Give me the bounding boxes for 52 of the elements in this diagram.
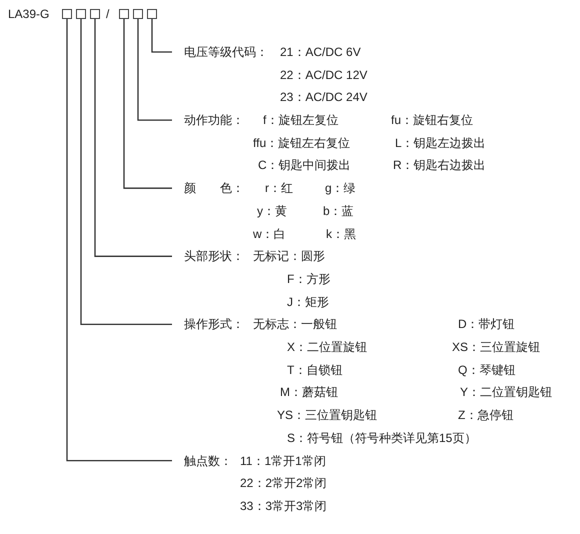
code-placeholder-box: [119, 9, 129, 19]
code-option: w：白: [253, 226, 286, 241]
code-option: Z：急停钮: [458, 408, 514, 422]
code-option: 23：AC/DC 24V: [280, 90, 368, 104]
code-option: y：黄: [257, 204, 287, 218]
model-code-prefix: LA39-G: [8, 7, 50, 21]
code-option: 无标记：圆形: [253, 249, 325, 264]
code-option: L：钥匙左边拨出: [395, 136, 486, 150]
code-option: f：旋钮左复位: [263, 113, 338, 128]
code-option: D：带灯钮: [458, 317, 515, 332]
code-option: 21：AC/DC 6V: [280, 45, 361, 59]
field-heading: 颜 色：: [184, 181, 244, 196]
code-option: C：钥匙中间拨出: [258, 158, 351, 172]
code-option: fu：旋钮右复位: [391, 113, 474, 128]
code-option: X：二位置旋钮: [287, 340, 368, 354]
leader-line: [80, 19, 172, 326]
code-placeholder-box: [76, 9, 86, 19]
code-option: g：绿: [325, 181, 356, 196]
code-option: 无标志：一般钮: [253, 317, 337, 332]
separator-slash: /: [106, 7, 110, 21]
code-placeholder-box: [62, 9, 72, 19]
code-option: 33：3常开3常闭: [240, 498, 327, 513]
field-heading: 触点数：: [184, 454, 232, 468]
code-option: YS：三位置钥匙钮: [277, 408, 378, 422]
code-option: F：方形: [287, 272, 330, 286]
code-option: Y：二位置钥匙钮: [460, 385, 552, 400]
code-option: 22：AC/DC 12V: [280, 68, 368, 82]
code-option: R：钥匙右边拨出: [393, 158, 486, 172]
code-option: J：矩形: [287, 294, 329, 309]
code-option: Q：琴键钮: [458, 362, 516, 377]
code-option: b：蓝: [323, 204, 354, 218]
field-heading: 头部形状：: [184, 249, 244, 264]
leader-line: [94, 19, 172, 257]
code-placeholder-box: [147, 9, 157, 19]
code-option: 22：2常开2常闭: [240, 476, 327, 490]
field-heading: 操作形式：: [184, 317, 244, 332]
code-option: r：红: [265, 181, 293, 196]
leader-line: [137, 19, 172, 121]
code-option: M：蘑菇钮: [280, 385, 338, 400]
field-heading: 动作功能：: [184, 113, 244, 128]
code-option: ffu：旋钮左右复位: [253, 136, 350, 150]
code-placeholder-box: [90, 9, 100, 19]
code-option: T：自锁钮: [287, 362, 342, 377]
field-heading: 电压等级代码：: [184, 45, 268, 59]
code-option: 11：1常开1常闭: [240, 454, 326, 468]
code-placeholder-box: [133, 9, 143, 19]
code-option: XS：三位置旋钮: [452, 340, 540, 354]
leader-line: [66, 19, 172, 462]
code-option: k：黑: [326, 226, 356, 241]
leader-line: [123, 19, 172, 189]
leader-line: [151, 19, 172, 53]
code-option: S：符号钮（符号种类详见第15页）: [287, 430, 476, 445]
